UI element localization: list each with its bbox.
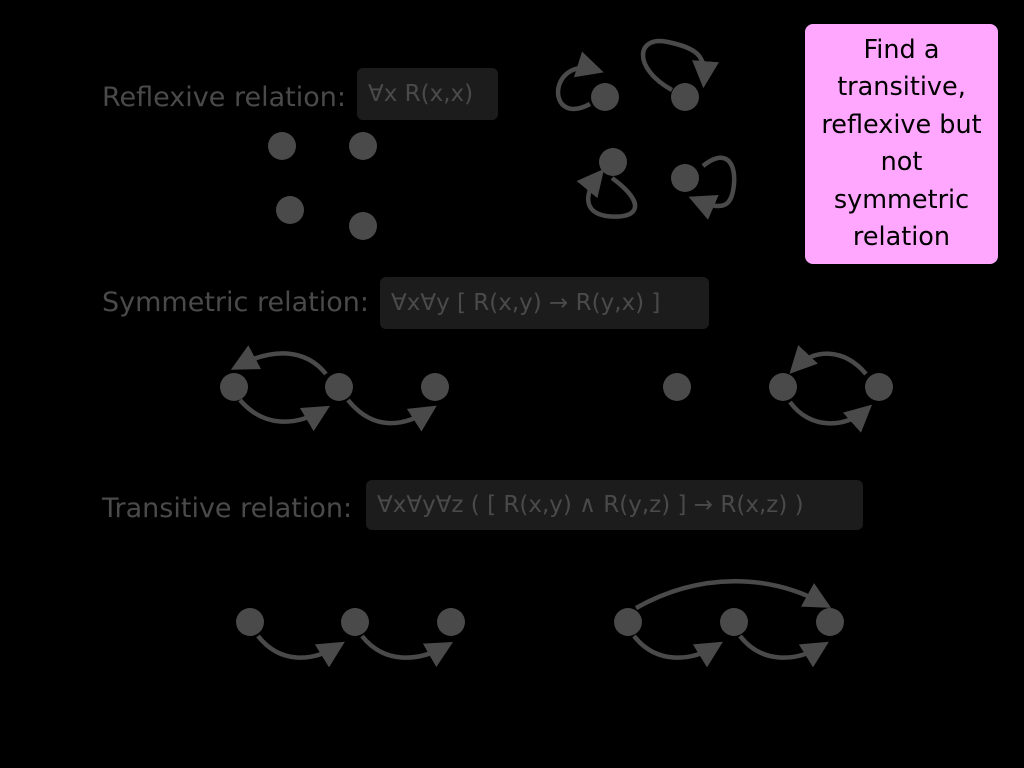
graph-node (268, 132, 296, 160)
edge-arrow (230, 345, 328, 376)
edge-arrow (360, 634, 454, 668)
callout-line: symmetric (833, 184, 970, 215)
reflexive-formula: ∀x R(x,x) (357, 68, 498, 120)
graph-node (236, 608, 264, 636)
transitive-formula: ∀x∀y∀z ( [ R(x,y) ∧ R(y,z) ] → R(x,z) ) (366, 480, 863, 530)
symmetric-right-nodes (663, 373, 893, 401)
graph-node (437, 608, 465, 636)
edge-arrow (634, 579, 832, 610)
graph-node (349, 132, 377, 160)
graph-node (671, 83, 699, 111)
edge-arrow (346, 398, 437, 432)
transitive-left-edges (256, 634, 454, 668)
edge-arrow (632, 634, 723, 668)
graph-node (276, 196, 304, 224)
graph-node (720, 608, 748, 636)
exercise-callout: Find a transitive, reflexive but not sym… (805, 24, 998, 264)
edge-arrow (789, 345, 868, 376)
reflexive-loop-graph (555, 38, 737, 220)
self-loop-arrow (576, 168, 638, 219)
graph-node (769, 373, 797, 401)
self-loop-arrow (688, 155, 737, 220)
graph-node (865, 373, 893, 401)
callout-line: not (880, 147, 923, 177)
edge-arrow (238, 398, 330, 432)
symmetric-right-edges (788, 345, 873, 433)
reflexive-plain-nodes (268, 132, 377, 240)
graph-node (599, 148, 627, 176)
edge-arrow (788, 400, 873, 433)
graph-node (325, 373, 353, 401)
self-loop-arrow (555, 51, 604, 112)
transitive-right-nodes (614, 608, 844, 636)
reflexive-label: Reflexive relation: (102, 82, 346, 113)
edge-arrow (256, 634, 345, 668)
transitive-right-edges (632, 579, 832, 668)
graph-node (421, 373, 449, 401)
callout-line: transitive, (837, 72, 966, 102)
callout-line: reflexive but (821, 109, 982, 140)
edge-arrow (738, 634, 829, 668)
symmetric-left-nodes (220, 373, 449, 401)
graph-node (349, 212, 377, 240)
graph-node (671, 164, 699, 192)
graph-node (816, 608, 844, 636)
graph-node (591, 83, 619, 111)
symmetric-formula: ∀x∀y [ R(x,y) → R(y,x) ] (380, 277, 709, 329)
reflexive-loop-nodes (591, 83, 699, 192)
graph-node (341, 608, 369, 636)
symmetric-left-edges (230, 345, 437, 432)
graph-node (663, 373, 691, 401)
callout-line: Find a (863, 34, 940, 65)
graph-node (220, 373, 248, 401)
callout-line: relation (852, 222, 951, 252)
transitive-left-nodes (236, 608, 465, 636)
self-loop-arrow (640, 38, 719, 92)
symmetric-label: Symmetric relation: (102, 287, 369, 318)
graph-node (614, 608, 642, 636)
transitive-label: Transitive relation: (102, 493, 353, 524)
